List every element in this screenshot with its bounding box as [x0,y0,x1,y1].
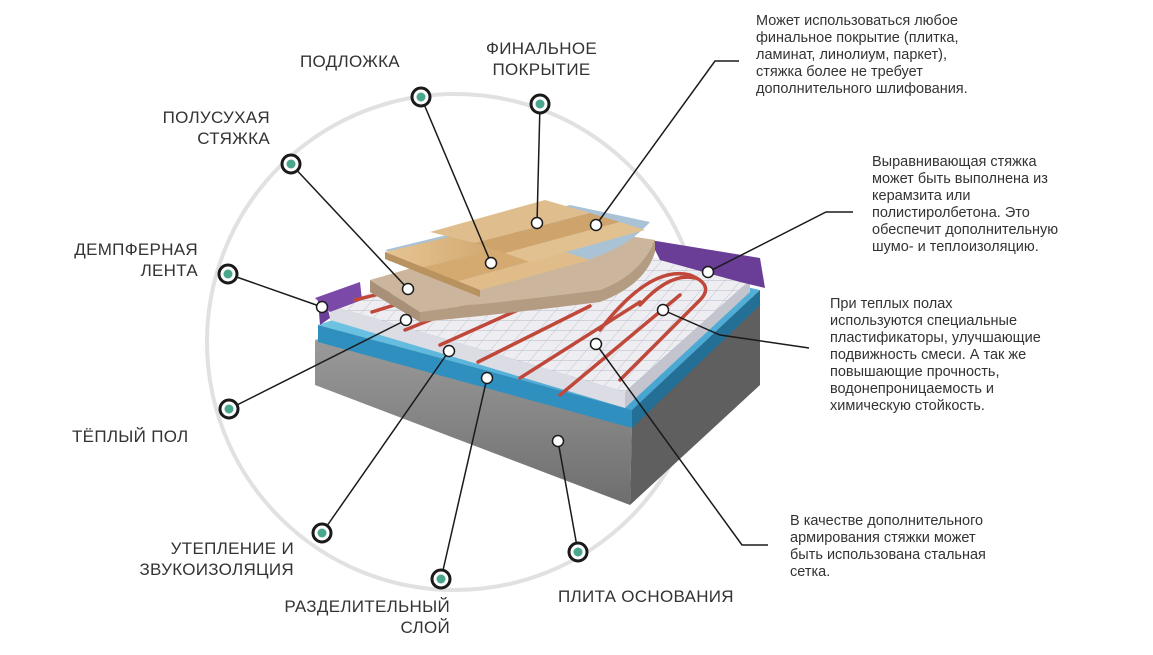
inner-dots [315,216,715,448]
finish-planks [385,200,645,297]
label-dempfernaya: ДЕМПФЕРНАЯ ЛЕНТА [74,240,198,280]
note-leveling: Выравнивающая стяжка может быть выполнен… [872,154,1059,255]
label-podlozhka: ПОДЛОЖКА [300,52,400,71]
marker-teplyi-pol [218,398,240,420]
outer-markers [217,86,589,590]
marker-plita [567,541,589,563]
label-razdelitelnyi: РАЗДЕЛИТЕЛЬНЫЙ СЛОЙ [284,597,450,637]
label-uteplenie: УТЕПЛЕНИЕ И ЗВУКОИЗОЛЯЦИЯ [139,539,294,579]
note-finish: Может использоваться любое финальное пок… [756,13,968,97]
marker-uteplenie [311,522,333,544]
label-plita: ПЛИТА ОСНОВАНИЯ [558,587,734,606]
marker-polusukhaya [280,153,302,175]
label-teplyi-pol: ТЁПЛЫЙ ПОЛ [72,427,189,446]
marker-finalnoe [529,93,551,115]
marker-razdelitelnyi [430,568,452,590]
note-plasticizers: При теплых полах используются специальны… [830,296,1041,414]
leader-lines [227,60,853,580]
label-finalnoe: ФИНАЛЬНОЕ ПОКРЫТИЕ [486,39,597,79]
marker-podlozhka [410,86,432,108]
label-polusukhaya: ПОЛУСУХАЯ СТЯЖКА [162,108,270,148]
marker-dempfernaya [217,263,239,285]
note-reinforcement: В качестве дополнительного армирования с… [790,513,986,580]
